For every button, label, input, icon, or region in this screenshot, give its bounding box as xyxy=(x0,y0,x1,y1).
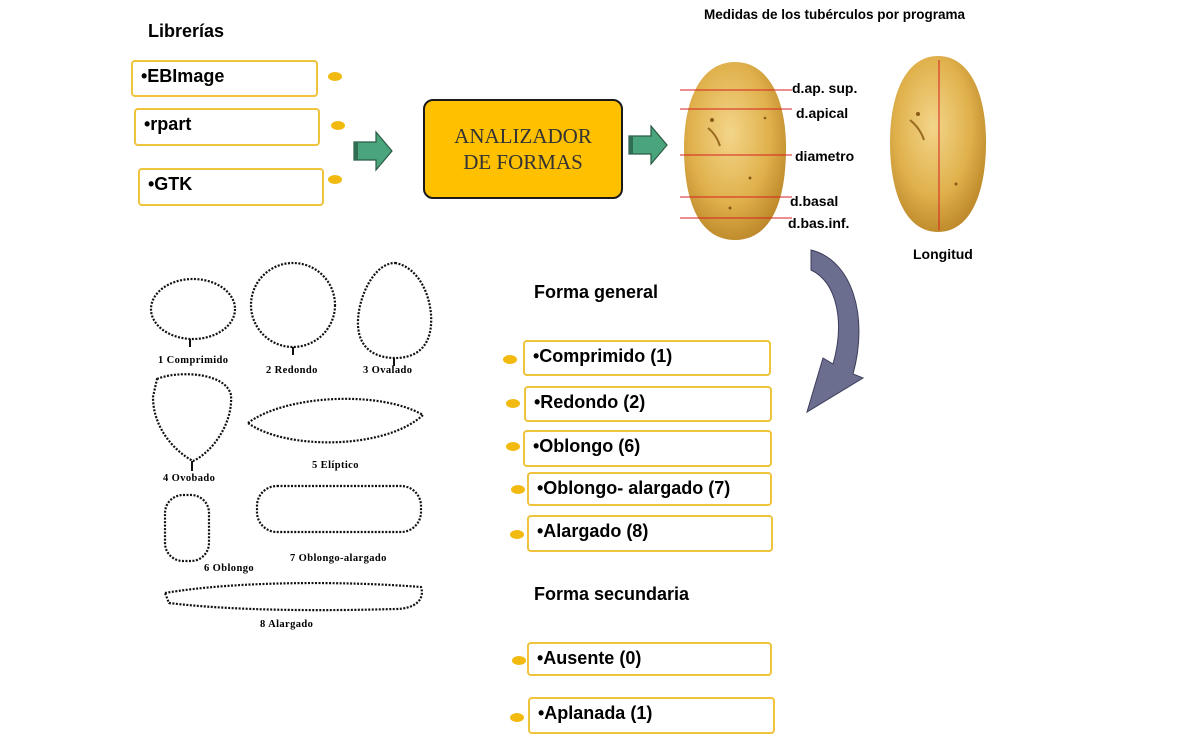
shape-comprimido xyxy=(149,277,237,341)
forma-general-item: •Alargado (8) xyxy=(527,515,773,552)
measure-label: diametro xyxy=(795,148,855,164)
forma-general-label: •Oblongo (6) xyxy=(533,436,641,456)
bullet-dot xyxy=(328,72,342,81)
forma-general-label: •Alargado (8) xyxy=(537,521,649,541)
shape-caption: 7 Oblongo-alargado xyxy=(290,553,387,564)
shape-alargado xyxy=(163,581,423,612)
shape-caption: 2 Redondo xyxy=(266,365,318,376)
analyzer-line-2: DE FORMAS xyxy=(463,150,583,174)
library-rpart-label: •rpart xyxy=(144,114,192,134)
shape-caption: 6 Oblongo xyxy=(204,563,254,574)
shape-oblongo-alargado xyxy=(255,484,423,534)
shape-caption: 1 Comprimido xyxy=(158,355,229,366)
forma-general-label: •Redondo (2) xyxy=(534,392,646,412)
measure-label: d.apical xyxy=(796,105,849,121)
shape-eliptico xyxy=(246,397,425,444)
potato-measured-image xyxy=(680,62,792,240)
libraries-heading: Librerías xyxy=(148,21,225,41)
potato-length-image xyxy=(890,56,986,232)
library-ebimage-label: •EBImage xyxy=(141,66,225,86)
shape-caption: 3 Ovalado xyxy=(363,365,413,376)
bullet-dot xyxy=(328,175,342,184)
bullet-dot xyxy=(512,656,526,665)
forma-general-label: •Oblongo- alargado (7) xyxy=(537,478,731,498)
forma-secundaria-label: •Ausente (0) xyxy=(537,648,642,668)
shape-caption: 4 Ovobado xyxy=(163,473,216,484)
shape-caption: 8 Alargado xyxy=(260,619,314,630)
measure-label: d.bas.inf. xyxy=(788,215,850,231)
forma-general-item: •Redondo (2) xyxy=(524,386,772,422)
shape-ovalado xyxy=(356,261,433,360)
forma-general-item: •Comprimido (1) xyxy=(523,340,771,376)
library-gtk-label: •GTK xyxy=(148,174,193,194)
forma-general-item: •Oblongo (6) xyxy=(523,430,772,467)
shape-oblongo xyxy=(163,493,211,563)
forma-secundaria-label: •Aplanada (1) xyxy=(538,703,653,723)
bullet-dot xyxy=(510,530,524,539)
forma-secundaria-item: •Ausente (0) xyxy=(527,642,772,676)
forma-secundaria-item: •Aplanada (1) xyxy=(528,697,775,734)
potato-shapes-figure xyxy=(149,261,433,612)
right-arrow-icon xyxy=(353,130,393,172)
library-rpart-box: •rpart xyxy=(134,108,320,146)
bullet-dot xyxy=(506,442,520,451)
bullet-dot xyxy=(506,399,520,408)
forma-general-heading: Forma general xyxy=(534,282,659,302)
bullet-dot xyxy=(510,713,524,722)
bullet-dot xyxy=(331,121,345,130)
measure-label: d.basal xyxy=(790,193,839,209)
shape-caption: 5 Elíptico xyxy=(312,460,359,471)
length-label: Longitud xyxy=(913,246,973,262)
right-arrow-icon xyxy=(628,124,668,166)
bullet-dot xyxy=(511,485,525,494)
forma-secundaria-heading: Forma secundaria xyxy=(534,584,690,604)
analyzer-line-1: ANALIZADOR xyxy=(454,124,592,148)
shape-redondo xyxy=(249,261,337,349)
library-ebimage-box: •EBImage xyxy=(131,60,318,97)
shape-analyzer-box: ANALIZADOR DE FORMAS xyxy=(423,99,623,199)
library-gtk-box: •GTK xyxy=(138,168,324,206)
curved-arrow-icon xyxy=(806,249,865,414)
shape-ovobado xyxy=(151,373,233,463)
forma-general-item: •Oblongo- alargado (7) xyxy=(527,472,772,506)
measurements-title: Medidas de los tubérculos por programa xyxy=(704,7,966,22)
forma-general-label: •Comprimido (1) xyxy=(533,346,673,366)
measure-label: d.ap. sup. xyxy=(792,80,858,96)
bullet-dot xyxy=(503,355,517,364)
